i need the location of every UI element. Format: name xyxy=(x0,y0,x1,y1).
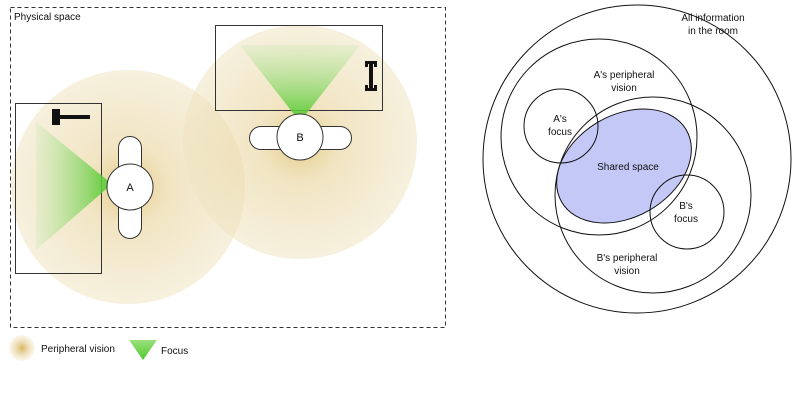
a-focus-label-line1: A's xyxy=(553,114,567,125)
b-focus-label-line2: focus xyxy=(674,214,698,225)
legend-peripheral-swatch xyxy=(9,335,35,361)
person-a-label: A xyxy=(126,182,134,194)
legend: Peripheral vision Focus xyxy=(9,335,188,361)
hammer-icon xyxy=(52,109,90,125)
physical-space-title: Physical space xyxy=(14,12,81,23)
a-peripheral-circle xyxy=(500,38,698,236)
b-focus-label-line1: B's xyxy=(679,201,693,212)
venn-diagram: All information in the room A's peripher… xyxy=(482,4,792,314)
shared-space-label: Shared space xyxy=(597,162,659,173)
b-peripheral-circle xyxy=(554,96,752,294)
physical-space-panel: A B Physical space xyxy=(10,7,446,328)
all-information-label-line1: All information xyxy=(681,13,744,24)
a-peripheral-label-line1: A's peripheral xyxy=(594,70,655,81)
all-information-label-line2: in the room xyxy=(688,26,738,37)
focus-cone-a xyxy=(36,122,112,250)
a-focus-label-line2: focus xyxy=(548,127,572,138)
legend-focus-label: Focus xyxy=(161,346,188,357)
legend-peripheral-label: Peripheral vision xyxy=(41,344,115,355)
a-peripheral-label-line2: vision xyxy=(611,83,637,94)
physical-space-border xyxy=(10,7,446,328)
legend-focus-swatch xyxy=(129,340,157,360)
person-b: B xyxy=(249,113,352,161)
shared-space-region xyxy=(556,108,692,224)
person-b-label: B xyxy=(296,132,303,144)
a-focus-circle xyxy=(523,88,599,164)
focus-cone-b xyxy=(240,45,360,122)
person-a: A xyxy=(106,136,154,239)
b-peripheral-label-line1: B's peripheral xyxy=(597,253,658,264)
b-focus-circle xyxy=(649,174,725,250)
wrench-icon xyxy=(365,61,377,91)
b-peripheral-label-line2: vision xyxy=(614,266,640,277)
